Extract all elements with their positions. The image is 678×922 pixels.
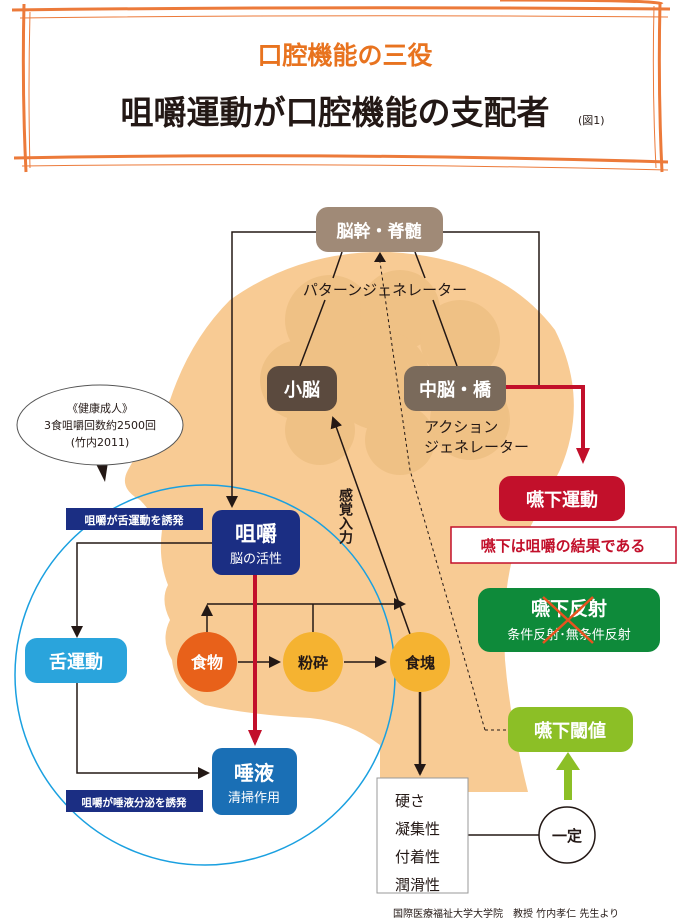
property-item: 凝集性: [395, 820, 440, 838]
subtitle: 口腔機能の三役: [257, 41, 432, 70]
food-circle: [177, 632, 237, 692]
tag-chew-saliva: [66, 790, 203, 812]
saliva-box: [212, 748, 297, 815]
green-arrowhead: [556, 752, 580, 770]
title-frame: [11, 0, 671, 173]
swallow-motion-box: [499, 476, 625, 521]
speech-bubble: 《健康成人》 3食咀嚼回数約2500回 (竹内2011): [16, 384, 184, 482]
bolus-label: 食塊: [405, 654, 435, 672]
crush-label: 粉砕: [298, 654, 328, 672]
constant-label: 一定: [552, 827, 582, 845]
swallow-result-label: 嚥下は咀嚼の結果である: [481, 537, 646, 555]
footer-credit: 国際医療福祉大学大学院 教授 竹内孝仁 先生より: [393, 907, 619, 920]
chewing-sub: 脳の活性: [230, 552, 282, 567]
swallow-reflex-sub: 条件反射･無条件反射: [507, 627, 631, 643]
page-title: 咀嚼運動が口腔機能の支配者: [121, 93, 550, 132]
midbrain-label: 中脳・橋: [419, 379, 492, 401]
crush-circle: [283, 632, 343, 692]
property-item: 付着性: [395, 848, 440, 866]
tag-chew-tongue: [66, 508, 203, 530]
tongue-box: [25, 638, 127, 683]
figure-ref: (図1): [578, 114, 605, 127]
action-generator-label-2: ジェネレーター: [424, 438, 529, 456]
saliva-label: 唾液: [234, 761, 275, 785]
red-arrow-swallow: [506, 385, 590, 464]
swallow-result-box: [450, 526, 677, 564]
dashed-arrowhead: [374, 252, 386, 262]
tag-chew-tongue-label: 咀嚼が舌運動を誘発: [85, 513, 185, 527]
cross-out-icon: [542, 596, 594, 644]
constant-circle: [538, 806, 596, 864]
midbrain-box: [404, 366, 506, 411]
tag-chew-saliva-label: 咀嚼が唾液分泌を誘発: [82, 796, 187, 809]
swallow-motion-label: 嚥下運動: [526, 489, 598, 511]
swallow-reflex-label: 嚥下反射: [531, 597, 607, 620]
cerebellum-box: [267, 366, 337, 411]
tongue-label: 舌運動: [49, 651, 103, 673]
saliva-sub: 清掃作用: [228, 790, 280, 806]
bolus-properties-box: [376, 777, 469, 894]
pattern-generator-label: パターンジェネレーター: [303, 281, 467, 299]
cerebellum-label: 小脳: [284, 380, 320, 401]
chewing-box: [212, 510, 300, 575]
chewing-label: 咀嚼: [235, 522, 277, 546]
bubble-line3: (竹内2011): [71, 435, 130, 449]
property-item: 潤滑性: [395, 876, 440, 894]
brainstem-box: [316, 207, 443, 252]
swallow-threshold-label: 嚥下閾値: [534, 720, 606, 742]
action-generator-label-1: アクション: [424, 418, 498, 436]
bubble-line2: 3食咀嚼回数約2500回: [44, 418, 156, 432]
connectors: [71, 231, 540, 836]
sensory-input-label: 感覚入力: [337, 487, 353, 545]
food-label: 食物: [190, 653, 223, 672]
brainstem-label: 脳幹・脊髄: [337, 221, 423, 242]
bubble-line1: 《健康成人》: [67, 401, 133, 415]
property-item: 硬さ: [395, 792, 425, 810]
swallow-threshold-box: [508, 707, 633, 752]
bolus-circle: [390, 632, 450, 692]
